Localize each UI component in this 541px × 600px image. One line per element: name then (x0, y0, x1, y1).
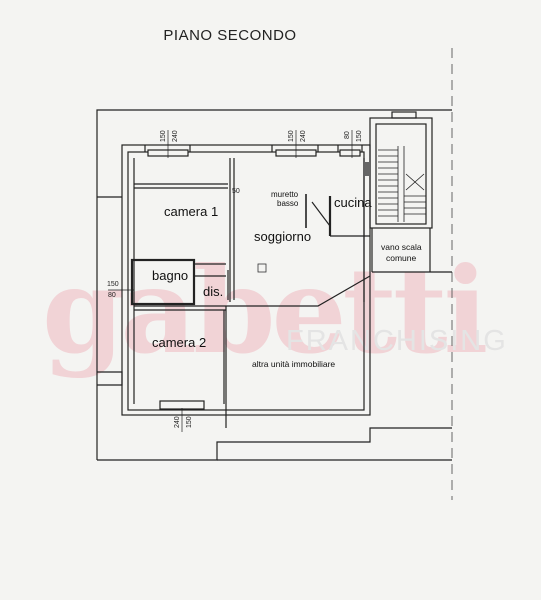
room-camera-2: camera 2 (152, 335, 206, 350)
dim-w2-a: 150 (288, 130, 295, 142)
dim-w6-a: 240 (174, 416, 181, 428)
dim-w3-a: 80 (344, 131, 351, 139)
watermark-franchising: FRANCHISING (286, 325, 508, 357)
label-muretto: muretto (271, 190, 299, 199)
dim-w1-b: 240 (172, 130, 179, 142)
plan-title: PIANO SECONDO (163, 27, 297, 44)
room-dis: dis. (203, 284, 223, 299)
dimension-ticks (108, 130, 353, 432)
chimney-marker (365, 162, 370, 176)
room-vano-scala: vano scala (381, 242, 422, 252)
dim-w1-a: 150 (160, 130, 167, 142)
room-cucina: cucina (334, 195, 372, 210)
dim-w3-b: 150 (356, 130, 363, 142)
dim-w5-b: 80 (108, 292, 116, 299)
room-altra-unita: altra unità immobiliare (252, 359, 335, 369)
room-bagno: bagno (152, 268, 188, 283)
floor-marker (257, 263, 267, 273)
dim-w5-a: 150 (107, 281, 119, 288)
room-soggiorno: soggiorno (254, 229, 311, 244)
staircase (378, 146, 426, 222)
label-basso: basso (277, 199, 299, 208)
dim-w6-b: 150 (186, 416, 193, 428)
room-camera-1: camera 1 (164, 204, 218, 219)
label-comune: comune (386, 253, 417, 263)
dim-w2-b: 240 (300, 130, 307, 142)
dim-w4: 50 (232, 188, 240, 195)
